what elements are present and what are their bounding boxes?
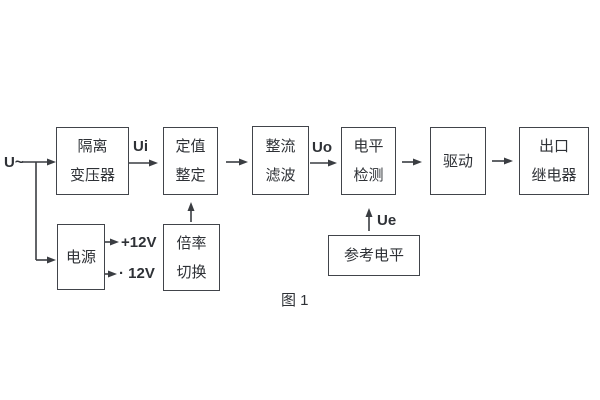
block-ratio-switch: 倍率 切换 <box>163 224 220 291</box>
block-isolation-transformer: 隔离 变压器 <box>56 127 129 195</box>
block-setting-adjust: 定值 整定 <box>163 127 218 195</box>
minus12v-arrow <box>104 270 117 278</box>
input-branch-arrow <box>22 158 56 264</box>
figure-caption: 图 1 <box>281 292 309 309</box>
label-ui: Ui <box>133 138 148 155</box>
label-input-voltage: U~ <box>4 154 24 171</box>
label-plus-12v: +12V <box>121 234 157 251</box>
ui-arrow <box>129 159 158 167</box>
block-rectifier-filter: 整流 滤波 <box>252 126 309 195</box>
ue-arrow <box>365 208 373 231</box>
plus12v-arrow <box>104 238 119 246</box>
block-reference-level: 参考电平 <box>328 235 420 276</box>
block-level-detection: 电平 检测 <box>341 127 396 195</box>
label-minus-12v: · 12V <box>119 265 155 282</box>
label-uo: Uo <box>312 139 332 156</box>
uo-arrow <box>310 159 337 167</box>
label-ue: Ue <box>377 212 397 229</box>
setting-to-rectifier-arrow <box>226 158 248 166</box>
block-drive: 驱动 <box>430 127 486 195</box>
drive-to-relay-arrow <box>492 157 513 165</box>
ratio-to-setting-arrow <box>187 202 195 222</box>
block-power-supply: 电源 <box>57 224 105 290</box>
level-to-drive-arrow <box>402 158 422 166</box>
block-output-relay: 出口 继电器 <box>519 127 589 195</box>
